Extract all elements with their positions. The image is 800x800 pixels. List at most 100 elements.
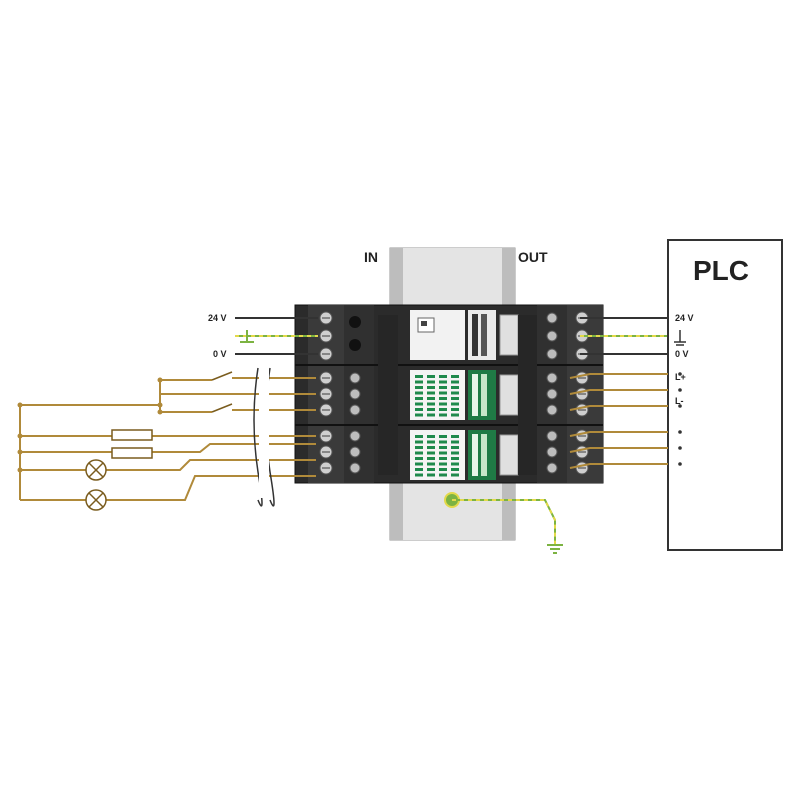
status-led <box>451 451 459 455</box>
status-led <box>415 402 423 406</box>
status-led <box>439 462 447 466</box>
status-led <box>427 446 435 449</box>
status-led <box>439 413 447 417</box>
terminal-hole <box>349 339 361 351</box>
status-led <box>451 473 459 477</box>
screw-terminal <box>546 430 558 442</box>
status-led <box>415 468 423 471</box>
signal-wire <box>569 463 668 469</box>
status-led <box>439 451 447 455</box>
status-led <box>439 473 447 477</box>
plc-terminal-dot <box>678 446 682 450</box>
status-led <box>451 413 459 417</box>
status-led <box>427 402 435 406</box>
signal-wire <box>569 431 668 437</box>
status-led <box>439 402 447 406</box>
status-led <box>415 386 423 389</box>
plc-terminal-dot <box>678 430 682 434</box>
status-led <box>439 440 447 444</box>
status-led <box>427 440 435 444</box>
screw-terminal <box>546 446 558 458</box>
lamp-icon <box>85 489 107 511</box>
ground-icon <box>674 330 686 346</box>
signal-wire <box>569 405 668 411</box>
right-signal-wires <box>569 372 682 469</box>
status-led <box>427 451 435 455</box>
status-led <box>415 408 423 411</box>
status-led <box>439 397 447 400</box>
resistor-icon <box>111 447 153 459</box>
left-24v-label: 24 V <box>208 313 227 323</box>
field-devices <box>19 371 233 511</box>
status-led <box>439 391 447 395</box>
status-led <box>427 435 435 438</box>
status-led <box>439 408 447 411</box>
lamp-icon <box>85 459 107 481</box>
switch-icon <box>211 371 233 413</box>
status-led <box>439 446 447 449</box>
status-led <box>439 435 447 438</box>
wire-break-symbol <box>253 367 275 507</box>
status-led <box>439 457 447 460</box>
screw-terminal <box>546 372 558 384</box>
signal-wire <box>569 389 668 395</box>
left-0v-label: 0 V <box>213 349 227 359</box>
status-led <box>451 380 459 384</box>
screw-terminal <box>546 462 558 474</box>
right-0v-label: 0 V <box>675 349 689 359</box>
base-module-label <box>410 310 496 360</box>
screw-terminal <box>349 388 361 400</box>
in-label: IN <box>364 249 378 265</box>
screw-terminal <box>546 348 558 360</box>
status-led <box>427 473 435 477</box>
status-led <box>439 468 447 471</box>
signal-wire <box>152 443 316 453</box>
status-led <box>451 375 459 378</box>
screw-terminal <box>546 312 558 324</box>
status-led <box>427 391 435 395</box>
rail-ground-connection <box>444 492 556 545</box>
status-led <box>451 462 459 466</box>
signal-wire <box>569 373 668 379</box>
status-led <box>451 402 459 406</box>
signal-wire <box>106 475 316 501</box>
left-supply-wires <box>235 317 318 355</box>
status-led <box>415 446 423 449</box>
signal-wire <box>106 459 316 471</box>
status-led <box>427 462 435 466</box>
status-led <box>451 408 459 411</box>
terminal-hole <box>349 316 361 328</box>
status-led <box>427 413 435 417</box>
status-led <box>415 413 423 417</box>
status-led <box>427 408 435 411</box>
status-led <box>427 468 435 471</box>
status-led <box>451 386 459 389</box>
screw-terminal <box>349 372 361 384</box>
plc-label: PLC <box>693 255 749 286</box>
status-led <box>415 457 423 460</box>
status-led <box>415 435 423 438</box>
l-minus-label: L- <box>675 396 684 406</box>
status-led <box>415 397 423 400</box>
status-led <box>451 457 459 460</box>
screw-terminal <box>349 446 361 458</box>
status-led <box>415 375 423 378</box>
right-supply-wires <box>580 317 668 355</box>
status-led <box>451 468 459 471</box>
l-plus-label: L+ <box>675 372 686 382</box>
signal-wire <box>569 447 668 453</box>
signal-wire <box>20 393 316 406</box>
status-led <box>439 380 447 384</box>
right-24v-label: 24 V <box>675 313 694 323</box>
status-led <box>451 435 459 438</box>
screw-terminals <box>319 311 589 475</box>
plc-terminal-dot <box>678 372 682 376</box>
screw-terminal <box>349 462 361 474</box>
status-led <box>427 397 435 400</box>
status-led <box>439 386 447 389</box>
status-led <box>415 380 423 384</box>
out-label: OUT <box>518 249 548 265</box>
screw-terminal <box>546 404 558 416</box>
status-led <box>439 375 447 378</box>
